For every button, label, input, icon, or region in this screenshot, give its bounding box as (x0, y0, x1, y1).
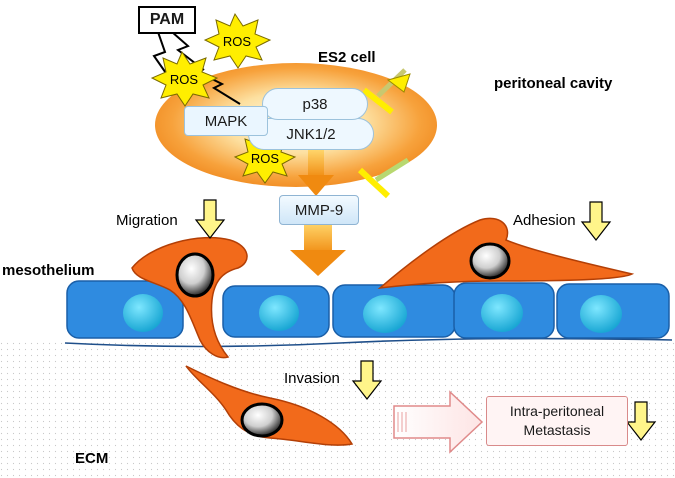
block-arrow-icon (393, 390, 484, 454)
es2-cell-label: ES2 cell (318, 49, 376, 66)
ros-starburst-icon: ROS (203, 12, 272, 69)
mesothelial-cell-5 (556, 283, 670, 339)
ros-starburst-icon: ROS (150, 50, 219, 107)
cell-to-mmp9-arrow (298, 150, 334, 196)
peritoneal-cavity-label: peritoneal cavity (494, 75, 613, 92)
pam-box: PAM (138, 6, 196, 34)
down-arrow-icon (194, 199, 226, 239)
mmp9-box: MMP-9 (279, 195, 359, 225)
mesothelial-cell-1 (66, 280, 184, 339)
mesothelial-cell-2 (222, 285, 330, 338)
mesothelial-cell-3 (332, 284, 456, 338)
ros-label-3: ROS (251, 151, 280, 166)
ecm-label: ECM (75, 450, 109, 467)
mesothelial-cell-4 (453, 282, 555, 339)
invasion-label: Invasion (284, 370, 340, 387)
mmp9-to-mesothelium-arrow (290, 223, 346, 276)
inhibition-bar-icon (362, 68, 411, 115)
down-arrow-icon (625, 401, 657, 441)
inhibition-bar-icon (357, 157, 410, 199)
mesothelium-label: mesothelium (2, 262, 95, 279)
down-arrow-icon (351, 360, 383, 400)
metastasis-box: Intra-peritoneal Metastasis (486, 396, 628, 446)
down-arrow-icon (580, 201, 612, 241)
migrating-cancer-cell (131, 236, 248, 359)
adhesion-label: Adhesion (513, 212, 576, 229)
metastasis-line-2: Metastasis (523, 422, 591, 438)
ros-label-1: ROS (223, 34, 252, 49)
basement-membrane-line (64, 337, 673, 348)
metastasis-line-1: Intra-peritoneal (509, 403, 605, 419)
mapk-box: MAPK (184, 106, 268, 136)
p38-pill: p38 (262, 88, 368, 120)
adhering-cancer-cell (377, 217, 635, 290)
mesothelial-layer (66, 280, 670, 339)
migration-label: Migration (116, 212, 178, 229)
ros-label-2: ROS (170, 72, 199, 87)
invading-cancer-cell (185, 365, 354, 446)
